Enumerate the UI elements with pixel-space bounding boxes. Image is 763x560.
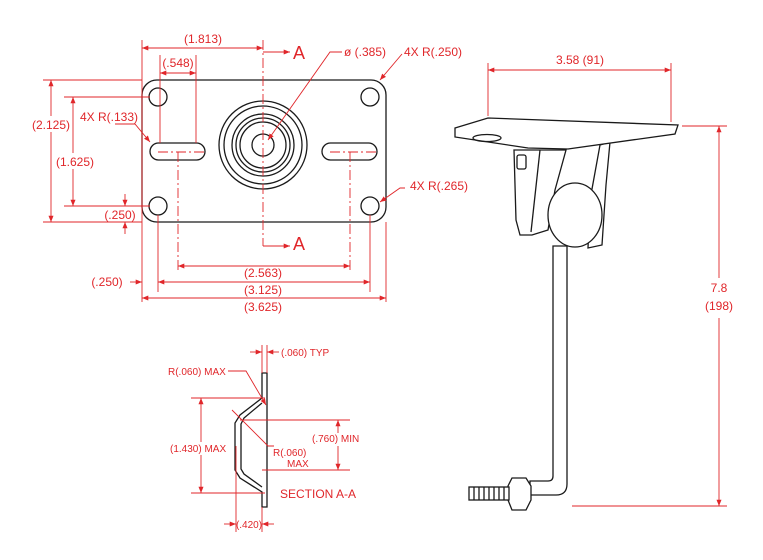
dim-1625: (1.625) xyxy=(56,155,94,169)
bracket-hole xyxy=(472,133,502,143)
radius-top: R(.060) MAX xyxy=(168,367,226,378)
section-view-dimensions: (.060) TYP R(.060) MAX (1.430) MAX R(.06… xyxy=(168,345,362,532)
thickness-typ: (.060) TYP xyxy=(281,348,329,359)
section-marker-bottom: A xyxy=(293,234,305,254)
dim-250-vertical: (.250) xyxy=(104,208,135,222)
mount-hole xyxy=(148,87,168,107)
bracket-screw xyxy=(516,154,527,170)
offset-dim: (.420) xyxy=(236,520,262,531)
hole-diameter: ø (.385) xyxy=(344,45,386,59)
dim-250-horizontal: (.250) xyxy=(91,275,122,289)
depth-min: (.760) MIN xyxy=(312,434,359,445)
height-max: (1.430) MAX xyxy=(170,444,226,455)
corner-radius: 4X R(.250) xyxy=(404,45,462,59)
dim-3125: (3.125) xyxy=(244,283,282,297)
dim-3625: (3.625) xyxy=(244,300,282,314)
mount-hole xyxy=(148,196,168,216)
iso-view-dimensions: 3.58 (91) 7.8 (198) xyxy=(487,53,733,507)
dim-2563: (2.563) xyxy=(244,266,282,280)
mount-hole xyxy=(360,196,380,216)
bracket-height-in: 7.8 xyxy=(711,281,728,295)
bracket-illustration xyxy=(454,117,679,511)
section-marker-top: A xyxy=(293,43,305,63)
hex-nut xyxy=(507,477,532,511)
section-title: SECTION A-A xyxy=(280,487,356,501)
top-view-dimensions: (1.813) (.548) A A ø (.385) 4X R(.250) 4… xyxy=(28,32,468,314)
mount-hole xyxy=(360,87,380,107)
hole-radius: 4X R(.265) xyxy=(410,179,468,193)
radius-inner-line1: R(.060) xyxy=(273,448,306,459)
dim-548: (.548) xyxy=(162,56,193,70)
top-view-plate xyxy=(141,79,387,223)
slot-radius: 4X R(.133) xyxy=(80,110,138,124)
bracket-width: 3.58 (91) xyxy=(556,53,604,67)
rod xyxy=(529,245,568,496)
dim-1813: (1.813) xyxy=(184,32,222,46)
bracket-height-mm: (198) xyxy=(705,299,733,313)
slot xyxy=(321,142,378,161)
radius-inner-line2: MAX xyxy=(287,459,309,470)
slot xyxy=(149,142,206,161)
section-view-profile xyxy=(234,372,268,508)
dim-2125: (2.125) xyxy=(32,118,70,132)
ball-joint xyxy=(547,182,603,248)
